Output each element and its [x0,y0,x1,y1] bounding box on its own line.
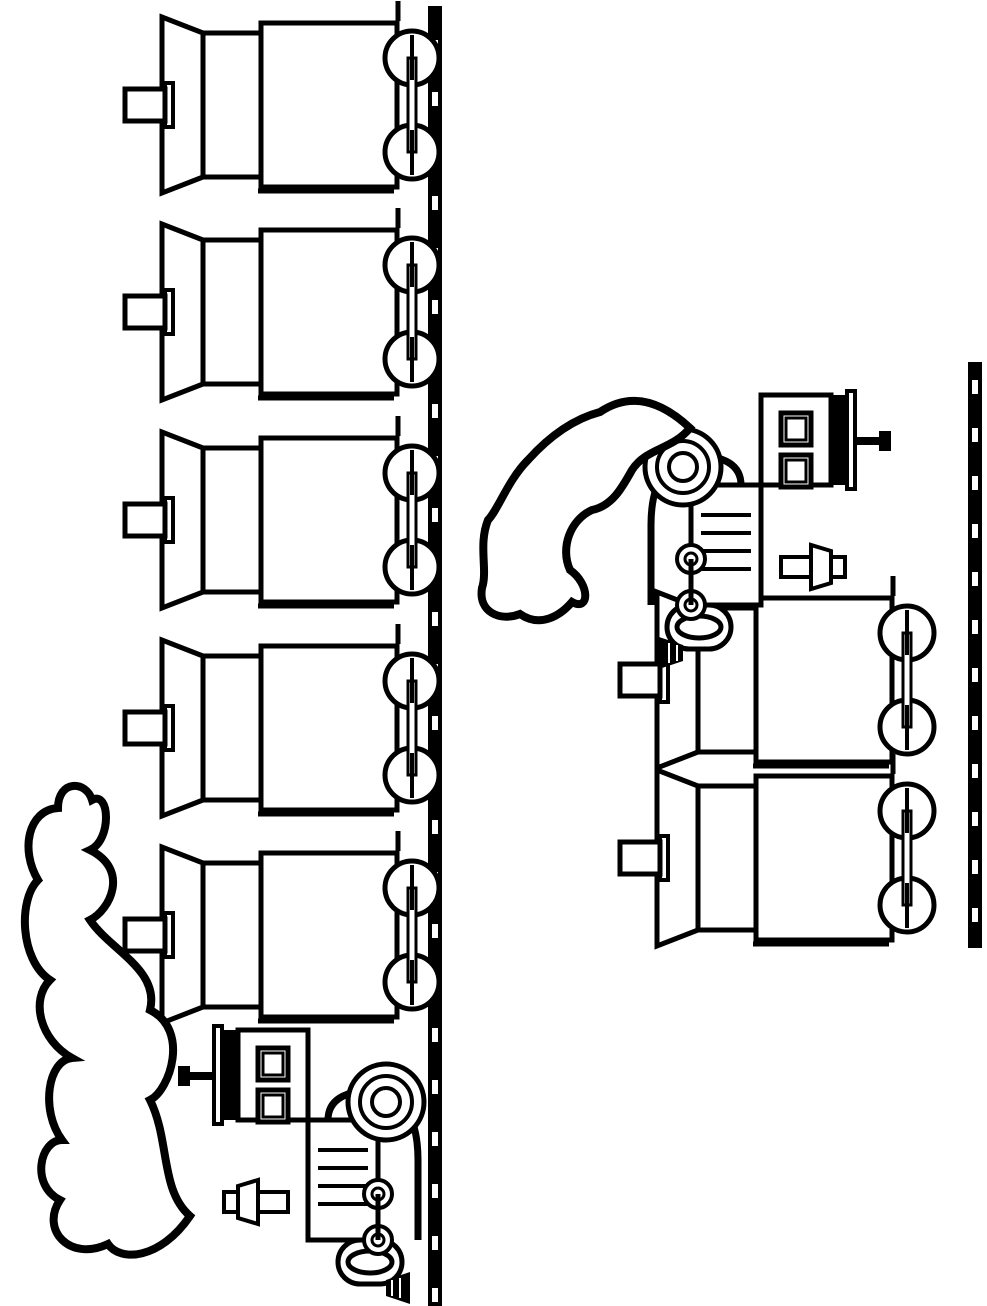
rail-tie [432,924,438,938]
rail-tie [972,908,978,922]
rail-tie [972,812,978,826]
rail-tie [432,1132,438,1146]
rail-tie [432,1184,438,1198]
rail-tie [432,1288,438,1302]
rail-tie [432,92,438,106]
rail-tie [972,716,978,730]
rail-tie [972,524,978,538]
rail-tie [972,476,978,490]
rail-tie [432,196,438,210]
rail-tie [432,508,438,522]
rail-tie [432,300,438,314]
rail-tie [972,428,978,442]
rail-tie [972,620,978,634]
freight-car-1 [125,1,439,193]
rail-tie [432,716,438,730]
rail-tie [432,612,438,626]
freight-car-4 [125,624,439,816]
freight-car-7 [620,754,934,946]
short-train-track [968,362,982,948]
rail-tie [432,1080,438,1094]
rail-tie [972,668,978,682]
short-train [477,362,982,948]
smoke-cloud-icon [20,781,196,1259]
rail-tie [432,1236,438,1250]
rail-tie [432,404,438,418]
freight-car-2 [125,208,439,400]
freight-car-3 [125,416,439,608]
rail-tie [432,1028,438,1042]
rail-tie [972,572,978,586]
rail-tie [972,380,978,394]
rail-tie [972,860,978,874]
smoke-cloud-icon-2 [477,396,696,625]
rail-tie [972,764,978,778]
long-train [20,1,442,1306]
long-train-track [428,6,442,1306]
steam-locomotive-icon [178,1026,424,1304]
freight-car-6 [620,576,934,768]
freight-car-5 [125,831,439,1023]
rail-tie [432,820,438,834]
